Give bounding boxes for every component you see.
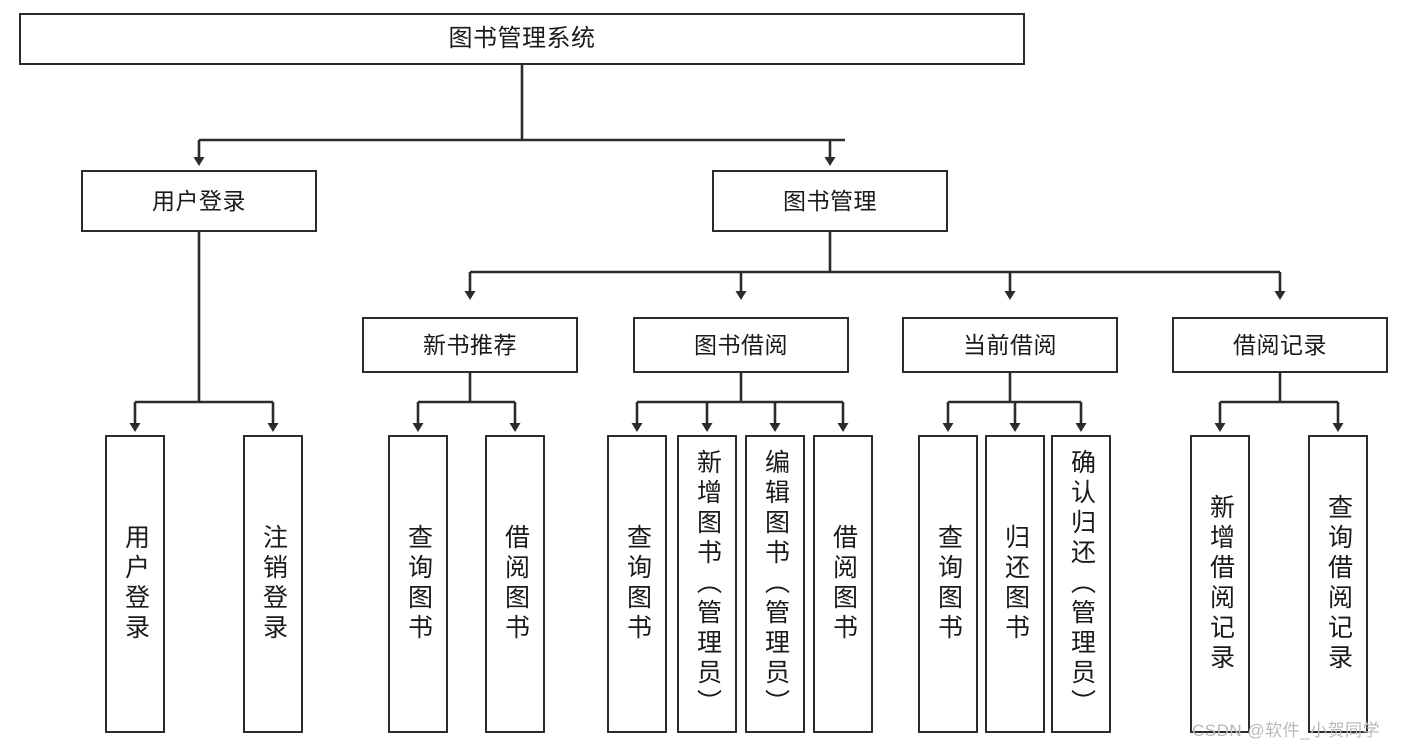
leaf-query-book-current[interactable]: 查询图书: [918, 435, 978, 733]
node-user-login[interactable]: 用户登录: [81, 170, 317, 232]
node-book-borrow-label: 图书借阅: [694, 331, 788, 358]
leaf-user-logout[interactable]: 注销登录: [243, 435, 303, 733]
node-borrow-records[interactable]: 借阅记录: [1172, 317, 1388, 373]
leaf-query-borrow-record-label: 查询借阅记录: [1324, 494, 1353, 674]
leaf-query-book-newbook-label: 查询图书: [404, 524, 433, 644]
node-user-login-label: 用户登录: [152, 187, 246, 214]
leaf-add-book-admin[interactable]: 新增图书（管理员）: [677, 435, 737, 733]
leaf-borrow-book-newbook[interactable]: 借阅图书: [485, 435, 545, 733]
node-root-label: 图书管理系统: [448, 25, 596, 53]
node-new-book-recommend-label: 新书推荐: [423, 331, 517, 358]
leaf-user-logout-label: 注销登录: [259, 524, 288, 644]
leaf-borrow-book-borrow[interactable]: 借阅图书: [813, 435, 873, 733]
node-current-borrow[interactable]: 当前借阅: [902, 317, 1118, 373]
leaf-add-borrow-record-label: 新增借阅记录: [1206, 494, 1235, 674]
node-book-borrow[interactable]: 图书借阅: [633, 317, 849, 373]
node-borrow-records-label: 借阅记录: [1233, 331, 1327, 358]
leaf-borrow-book-borrow-label: 借阅图书: [829, 524, 858, 644]
leaf-confirm-return-admin[interactable]: 确认归还（管理员）: [1051, 435, 1111, 733]
leaf-add-book-admin-label: 新增图书（管理员）: [693, 449, 722, 719]
leaf-query-book-borrow[interactable]: 查询图书: [607, 435, 667, 733]
leaf-add-borrow-record[interactable]: 新增借阅记录: [1190, 435, 1250, 733]
node-current-borrow-label: 当前借阅: [963, 331, 1057, 358]
leaf-query-book-current-label: 查询图书: [934, 524, 963, 644]
leaf-query-borrow-record[interactable]: 查询借阅记录: [1308, 435, 1368, 733]
leaf-query-book-newbook[interactable]: 查询图书: [388, 435, 448, 733]
node-root[interactable]: 图书管理系统: [19, 13, 1025, 65]
leaf-return-book[interactable]: 归还图书: [985, 435, 1045, 733]
leaf-return-book-label: 归还图书: [1001, 524, 1030, 644]
node-book-management[interactable]: 图书管理: [712, 170, 948, 232]
leaf-edit-book-admin[interactable]: 编辑图书（管理员）: [745, 435, 805, 733]
node-new-book-recommend[interactable]: 新书推荐: [362, 317, 578, 373]
node-book-management-label: 图书管理: [783, 187, 877, 214]
leaf-user-login[interactable]: 用户登录: [105, 435, 165, 733]
leaf-borrow-book-newbook-label: 借阅图书: [501, 524, 530, 644]
leaf-user-login-label: 用户登录: [121, 524, 150, 644]
leaf-edit-book-admin-label: 编辑图书（管理员）: [761, 449, 790, 719]
leaf-confirm-return-admin-label: 确认归还（管理员）: [1067, 449, 1096, 719]
leaf-query-book-borrow-label: 查询图书: [623, 524, 652, 644]
